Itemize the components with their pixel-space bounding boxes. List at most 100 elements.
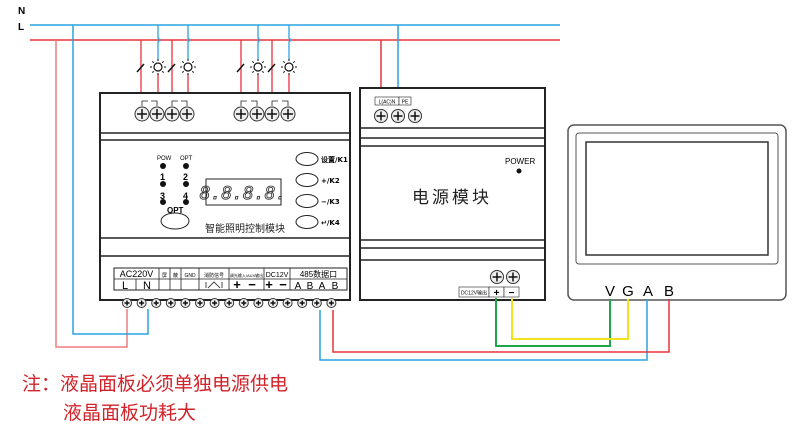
terminal-header: 消防信号	[204, 272, 224, 279]
function-button-label: 设置/K1	[321, 155, 348, 164]
input-terminal	[122, 298, 132, 308]
power-input-terminal	[391, 109, 405, 123]
function-button-3[interactable]	[295, 194, 319, 208]
relay-contact-icon	[141, 100, 158, 106]
input-terminal	[151, 298, 162, 308]
led-pow	[160, 163, 166, 169]
opt-button-label: OPT	[167, 206, 184, 215]
power-input-terminal	[374, 109, 388, 123]
lamp-neutral-wire	[257, 25, 261, 60]
power-module-title: 电源模块	[412, 188, 492, 208]
input-terminal	[253, 298, 264, 308]
lamp-icon	[250, 59, 266, 75]
note-line-2: 液晶面板功耗大	[63, 402, 196, 424]
switch-icon	[136, 63, 145, 73]
lamp-neutral-wire	[157, 25, 161, 60]
terminal-label: +	[233, 277, 241, 292]
live-label: L	[18, 22, 24, 33]
power-input-terminal	[408, 109, 422, 123]
led-1	[160, 181, 166, 187]
terminal-label: A	[319, 281, 326, 292]
fire-signal-icon	[205, 281, 223, 289]
output-terminal	[164, 106, 180, 122]
dc-output-minus: −	[509, 288, 515, 299]
input-terminal	[209, 298, 220, 308]
lcd-terminal-v: V	[605, 283, 615, 300]
led-2	[183, 181, 189, 187]
control-module-title: 智能照明控制模块	[205, 222, 285, 235]
live-feed-wire	[55, 40, 128, 348]
terminal-header: DC12V	[266, 272, 289, 279]
power-led	[516, 168, 522, 174]
led-label-4: 4	[183, 191, 188, 201]
input-terminal	[268, 298, 278, 308]
lamp-icon	[150, 59, 166, 75]
led-label-1: 1	[160, 172, 165, 182]
power-output-terminal	[490, 270, 504, 284]
input-terminal	[326, 298, 337, 308]
power-led-label: POWER	[505, 157, 535, 166]
led-label-pow: POW	[157, 156, 172, 162]
output-terminal	[179, 106, 195, 122]
power-module: L(AC)N PE POWER 电源模块 DC12V输出 + −	[359, 87, 546, 301]
output-terminal	[264, 106, 280, 122]
input-terminal	[297, 298, 308, 308]
output-terminal	[134, 106, 150, 122]
relay-contact-icon	[271, 100, 289, 106]
terminal-header: 485数据口	[300, 269, 337, 279]
control-module: POW OPT 1 2 3 4 OPT 8.8.8.8. 智能照明控制模块 设置…	[99, 92, 351, 308]
function-button-label: +/K2	[321, 177, 340, 185]
led-label-3: 3	[160, 191, 165, 201]
switch-icon	[236, 63, 245, 73]
function-button-2[interactable]	[295, 173, 319, 187]
lcd-panel: V G A B	[567, 124, 787, 301]
terminal-header: 屏	[162, 273, 167, 279]
input-terminal	[238, 298, 249, 308]
terminal-label: −	[248, 277, 256, 292]
terminal-label: −	[279, 277, 287, 292]
lamp-neutral-wire	[288, 25, 292, 60]
input-terminal	[224, 298, 235, 308]
lcd-terminal-g: G	[622, 283, 634, 300]
led-4	[183, 199, 189, 205]
terminal-header: AC220V	[120, 269, 154, 279]
input-terminal	[180, 298, 191, 308]
segment-display-value: 8.8.8.8.	[200, 183, 287, 204]
rs485-b-wire	[332, 299, 670, 353]
segment-display	[205, 178, 282, 206]
dc-output-plus: +	[494, 288, 500, 299]
function-button-4[interactable]	[295, 215, 319, 229]
opt-button[interactable]	[160, 212, 190, 230]
rs485-a-wire	[319, 299, 648, 361]
lamp-icon	[281, 59, 297, 75]
power-output-terminal	[506, 270, 520, 284]
input-terminal	[195, 298, 205, 308]
power-input-label: L(AC)N	[379, 100, 396, 106]
note-line-1: 注：液晶面板必须单独电源供电	[22, 373, 288, 395]
led-3	[160, 199, 166, 205]
dc-minus-wire	[511, 298, 629, 340]
lamp-neutral-wire	[187, 25, 191, 60]
lcd-terminal-a: A	[643, 283, 653, 300]
terminal-label: L	[122, 280, 128, 292]
output-terminal	[233, 106, 249, 122]
terminal-label: B	[332, 281, 339, 292]
terminal-header: GND	[184, 273, 196, 279]
relay-contact-icon	[240, 100, 258, 106]
switch-icon	[267, 63, 276, 73]
terminal-label: +	[265, 277, 273, 292]
function-button-1[interactable]	[295, 152, 319, 166]
dc-output-label: DC12V输出	[461, 290, 487, 297]
terminal-label: N	[143, 280, 151, 292]
output-terminal	[280, 106, 296, 122]
led-opt	[183, 163, 189, 169]
input-terminal	[136, 298, 147, 308]
input-terminal	[311, 298, 322, 308]
neutral-label: N	[18, 6, 25, 17]
power-pe-label: PE	[402, 100, 409, 106]
output-terminal	[149, 106, 165, 122]
function-button-label: −/K3	[321, 198, 340, 206]
lcd-terminal-b: B	[664, 283, 674, 300]
terminal-header: 调光输入/AUX输出	[230, 272, 263, 278]
